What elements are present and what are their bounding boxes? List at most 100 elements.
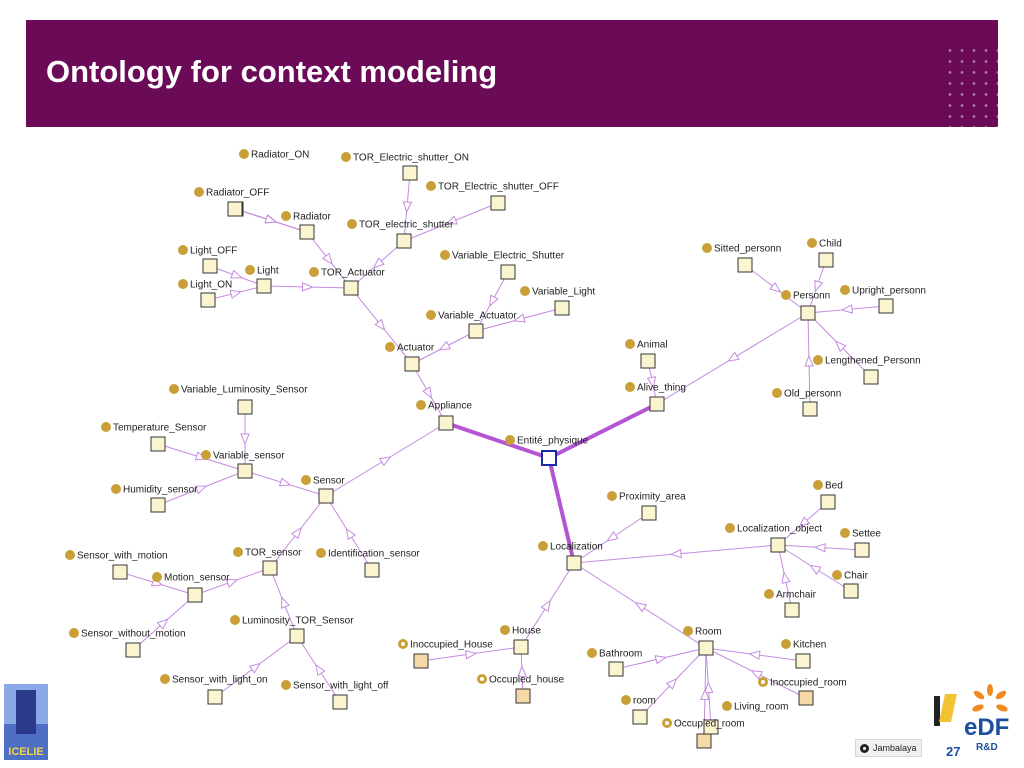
node-sitted[interactable]: Sitted_personn (702, 243, 781, 273)
node-humidity_sensor[interactable]: Humidity_sensor (111, 484, 198, 513)
node-tor_sensor[interactable]: TOR_sensor (233, 547, 302, 576)
node-old[interactable]: Old_personn (772, 388, 841, 417)
node-sensor_light_off[interactable]: Sensor_with_light_off (281, 680, 389, 710)
node-box[interactable] (490, 195, 506, 211)
node-box[interactable] (237, 399, 253, 415)
node-box[interactable] (800, 305, 816, 321)
node-personn[interactable]: Personn (781, 290, 830, 321)
node-bathroom[interactable]: Bathroom (587, 648, 642, 677)
node-box[interactable] (187, 587, 203, 603)
node-box[interactable] (112, 564, 128, 580)
node-box[interactable] (150, 436, 166, 452)
node-box[interactable] (438, 415, 454, 431)
node-box[interactable] (207, 689, 223, 705)
node-box[interactable] (818, 252, 834, 268)
node-var_sensor[interactable]: Variable_sensor (201, 450, 285, 479)
node-box[interactable] (770, 537, 786, 553)
node-box[interactable] (566, 555, 582, 571)
node-box[interactable] (402, 165, 418, 181)
jambalaya-badge[interactable]: Jambalaya (855, 739, 922, 757)
node-box[interactable] (649, 396, 665, 412)
node-tor_actuator[interactable]: TOR_Actuator (309, 267, 385, 296)
node-radiator[interactable]: Radiator (281, 211, 331, 240)
node-lengthened[interactable]: Lengthened_Personn (813, 355, 921, 385)
node-light_off[interactable]: Light_OFF (178, 245, 237, 274)
node-box[interactable] (802, 401, 818, 417)
node-room[interactable]: Room (683, 626, 722, 656)
node-kitchen[interactable]: Kitchen (781, 639, 826, 669)
node-sensor_motion[interactable]: Sensor_with_motion (65, 550, 168, 580)
node-box[interactable] (500, 264, 516, 280)
node-sensor[interactable]: Sensor (301, 475, 345, 504)
node-child[interactable]: Child (807, 238, 842, 268)
node-inocc_house[interactable]: Inoccupied_House (398, 639, 493, 669)
node-proximity[interactable]: Proximity_area (607, 491, 686, 521)
node-box[interactable] (200, 292, 216, 308)
node-box[interactable] (541, 450, 557, 466)
node-lum_tor_sensor[interactable]: Luminosity_TOR_Sensor (230, 615, 354, 644)
node-box[interactable] (784, 602, 800, 618)
node-bed[interactable]: Bed (813, 480, 843, 510)
node-box[interactable] (343, 280, 359, 296)
node-sensor_no_motion[interactable]: Sensor_without_motion (69, 628, 186, 658)
node-box[interactable] (641, 505, 657, 521)
node-sensor_light_on[interactable]: Sensor_with_light_on (160, 674, 268, 705)
node-box[interactable] (256, 278, 272, 294)
node-box[interactable] (202, 258, 218, 274)
node-box[interactable] (125, 642, 141, 658)
node-box[interactable] (798, 690, 814, 706)
node-box[interactable] (513, 639, 529, 655)
node-occ_house[interactable]: Occupied_house (477, 674, 564, 704)
node-upright[interactable]: Upright_personn (840, 285, 926, 314)
node-box[interactable] (262, 560, 278, 576)
node-box[interactable] (878, 298, 894, 314)
node-chair[interactable]: Chair (832, 570, 869, 599)
node-loc_object[interactable]: Localization_object (725, 523, 822, 553)
node-actuator[interactable]: Actuator (385, 342, 435, 372)
node-tor_es[interactable]: TOR_electric_shutter (347, 219, 454, 249)
node-tor_es_on[interactable]: TOR_Electric_shutter_ON (341, 152, 469, 181)
node-motion_sensor[interactable]: Motion_sensor (152, 572, 230, 603)
node-box[interactable] (227, 201, 243, 217)
node-box[interactable] (737, 257, 753, 273)
node-tor_es_off[interactable]: TOR_Electric_shutter_OFF (426, 181, 559, 211)
node-box[interactable] (318, 488, 334, 504)
node-radiator_off[interactable]: Radiator_OFF (194, 187, 269, 217)
node-var_actuator[interactable]: Variable_Actuator (426, 310, 517, 339)
node-box[interactable] (396, 233, 412, 249)
node-localization[interactable]: Localization (538, 541, 603, 571)
node-box[interactable] (843, 583, 859, 599)
node-var_es[interactable]: Variable_Electric_Shutter (440, 250, 565, 280)
node-occ_room[interactable]: Occupied_room (662, 718, 745, 749)
node-inocc_room[interactable]: Inoccupied_room (758, 677, 847, 706)
node-temp_sensor[interactable]: Temperature_Sensor (101, 422, 207, 452)
node-var_lum_sensor[interactable]: Variable_Luminosity_Sensor (169, 384, 308, 415)
node-box[interactable] (237, 463, 253, 479)
node-box[interactable] (854, 542, 870, 558)
node-box[interactable] (413, 653, 429, 669)
node-box[interactable] (820, 494, 836, 510)
node-house[interactable]: House (500, 625, 541, 655)
node-box[interactable] (632, 709, 648, 725)
node-armchair[interactable]: Armchair (764, 589, 817, 618)
node-box[interactable] (299, 224, 315, 240)
node-box[interactable] (150, 497, 166, 513)
node-box[interactable] (289, 628, 305, 644)
node-appliance[interactable]: Appliance (416, 400, 472, 431)
node-box[interactable] (468, 323, 484, 339)
node-var_light[interactable]: Variable_Light (520, 286, 595, 316)
node-box[interactable] (698, 640, 714, 656)
node-box[interactable] (554, 300, 570, 316)
node-box[interactable] (515, 688, 531, 704)
node-box[interactable] (795, 653, 811, 669)
node-room2[interactable]: room (621, 695, 656, 725)
node-box[interactable] (696, 733, 712, 749)
node-animal[interactable]: Animal (625, 339, 668, 369)
node-box[interactable] (332, 694, 348, 710)
node-light[interactable]: Light (245, 265, 279, 294)
node-box[interactable] (640, 353, 656, 369)
node-entite[interactable]: Entité_physique (505, 435, 589, 466)
node-light_on[interactable]: Light_ON (178, 279, 232, 308)
node-ident_sensor[interactable]: Identification_sensor (316, 548, 420, 578)
